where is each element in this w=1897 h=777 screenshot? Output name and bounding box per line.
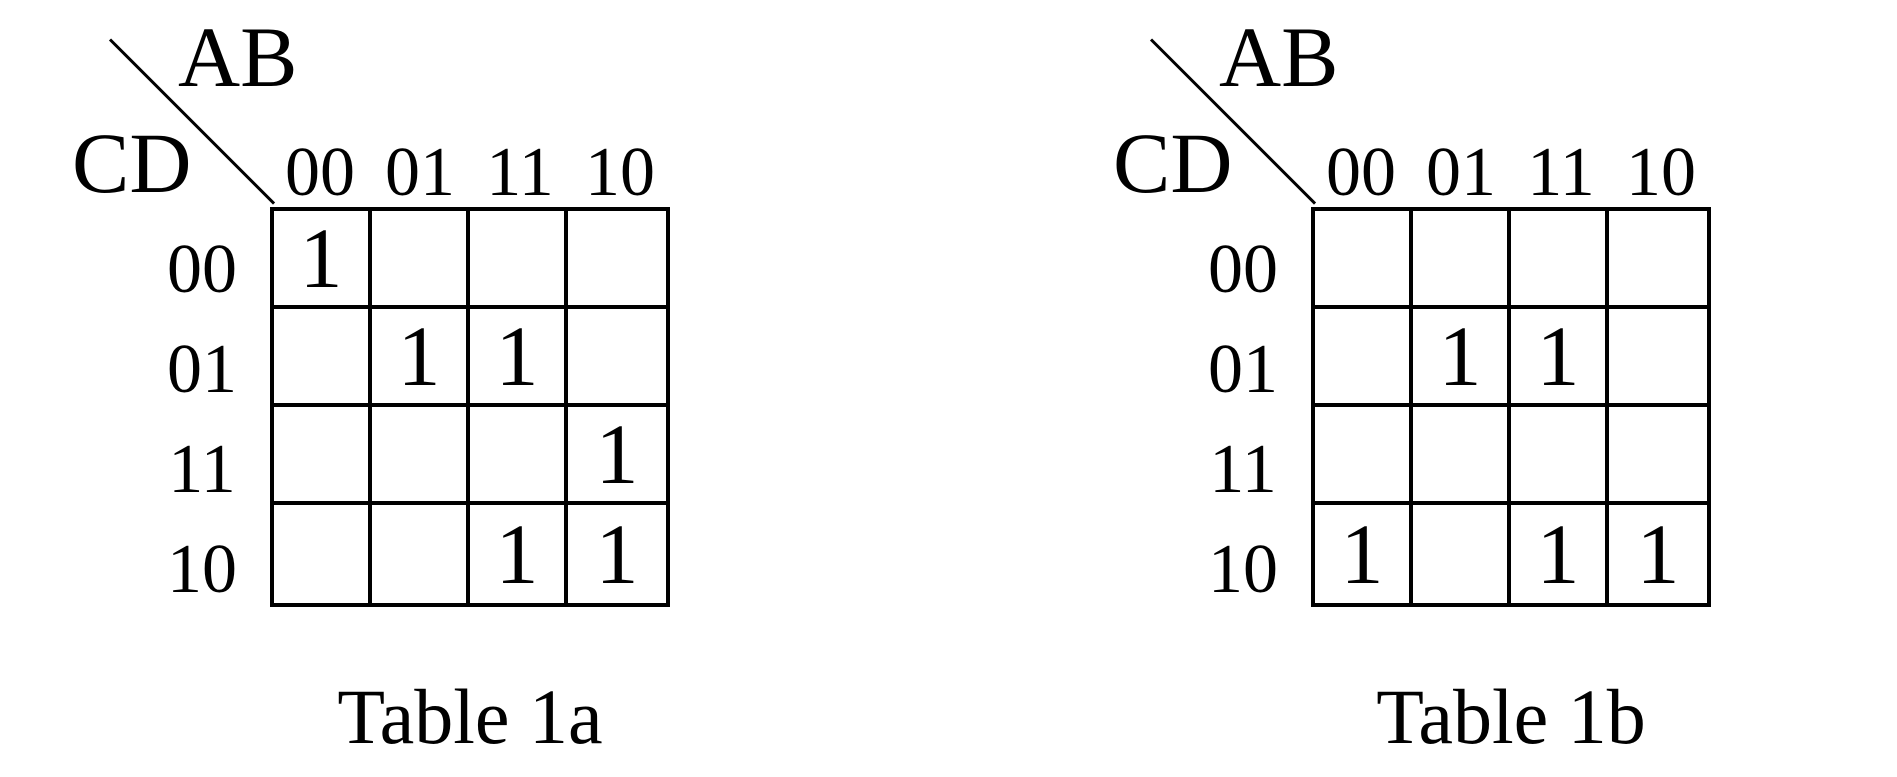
table-caption: Table 1b	[1376, 673, 1646, 760]
kmap-cell: 1	[372, 309, 470, 407]
row-label: 10	[167, 531, 237, 608]
kmap-cell: 1	[1413, 309, 1511, 407]
kmap-cell	[1609, 211, 1707, 309]
kmap-cell	[568, 309, 666, 407]
kmap-cell	[372, 211, 470, 309]
kmap-cell: 1	[470, 505, 568, 603]
table-caption: Table 1a	[337, 673, 603, 760]
row-variables-label: CD	[1113, 115, 1233, 211]
kmap-cell	[274, 309, 372, 407]
kmap-cell: 1	[1511, 309, 1609, 407]
kmap-cell	[274, 407, 372, 505]
row-label: 00	[1208, 231, 1278, 308]
kmap-grid: 1 1 1 1 1 1	[270, 207, 670, 607]
kmap-cell: 1	[1636, 506, 1680, 602]
kmap-cell	[1315, 407, 1413, 505]
column-label: 11	[1527, 134, 1595, 211]
kmap-cell	[1511, 407, 1609, 505]
column-label: 00	[1326, 134, 1396, 211]
row-label: 01	[1208, 331, 1278, 408]
column-label: 10	[1626, 134, 1696, 211]
kmap-grid: 1 1 1 1 1	[1311, 207, 1711, 607]
kmap-cell: 1	[595, 506, 639, 602]
kmap-cell	[1315, 309, 1413, 407]
kmap-cell: 1	[1315, 505, 1413, 603]
column-variables-label: AB	[178, 9, 298, 105]
kmap-cell: 1	[568, 407, 666, 505]
kmap-cell: 1	[274, 211, 372, 309]
column-label: 01	[385, 134, 455, 211]
row-label: 11	[168, 431, 236, 508]
row-label: 01	[167, 331, 237, 408]
column-label: 11	[486, 134, 554, 211]
kmap-cell	[1315, 211, 1413, 309]
kmap-cell	[372, 407, 470, 505]
kmap-cell	[372, 505, 470, 603]
kmap-cell	[470, 211, 568, 309]
kmap-cell	[1413, 407, 1511, 505]
kmap-cell	[1413, 505, 1511, 603]
kmap-cell: 1	[1511, 505, 1609, 603]
kmap-cell	[1609, 407, 1707, 505]
row-label: 00	[167, 231, 237, 308]
kmap-cell	[568, 211, 666, 309]
column-variables-label: AB	[1219, 9, 1339, 105]
kmap-cell	[1511, 211, 1609, 309]
column-label: 01	[1426, 134, 1496, 211]
kmap-cell	[1413, 211, 1511, 309]
column-label: 10	[585, 134, 655, 211]
kmap-cell: 1	[470, 309, 568, 407]
karnaugh-map-1a: AB CD 00 01 11 10 00 01 11 10 1 1 1 1 1 …	[60, 0, 820, 777]
row-variables-label: CD	[72, 115, 192, 211]
kmap-cell	[274, 505, 372, 603]
karnaugh-map-1b: AB CD 00 01 11 10 00 01 11 10 1 1 1 1 1 …	[1101, 0, 1861, 777]
row-label: 11	[1209, 431, 1277, 508]
kmap-cell	[1609, 309, 1707, 407]
column-label: 00	[285, 134, 355, 211]
row-label: 10	[1208, 531, 1278, 608]
kmap-cell	[470, 407, 568, 505]
